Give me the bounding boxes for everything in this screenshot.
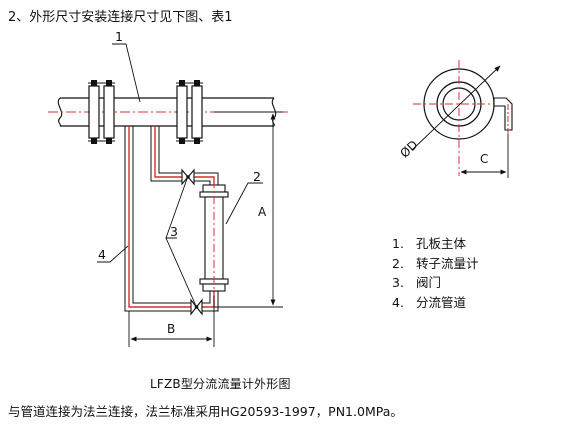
page-heading: 2、外形尺寸安装连接尺寸见下图、表1 [8, 10, 233, 25]
dimension-d-label: ØD [397, 138, 420, 161]
rotameter [199, 180, 229, 296]
callout-4: 4 [98, 247, 106, 262]
legend-item: 2.转子流量计 [392, 255, 479, 271]
callout-leaders [97, 43, 263, 307]
callout-2: 2 [253, 169, 261, 184]
right-flange [176, 80, 203, 144]
legend-item: 1.孔板主体 [392, 236, 467, 251]
dimension-a-label: A [258, 205, 267, 219]
dimension-b [128, 296, 215, 347]
callout-3: 3 [170, 224, 178, 239]
end-view [413, 60, 513, 178]
connection-note: 与管道连接为法兰连接，法兰标准采用HG20593-1997，PN1.0MPa。 [8, 404, 403, 419]
dimension-d [411, 65, 501, 151]
dimension-c-label: C [480, 152, 488, 166]
legend-item: 3.阀门 [392, 275, 442, 290]
callout-1: 1 [115, 29, 123, 44]
dimension-b-label: B [167, 322, 175, 336]
dimension-a [214, 111, 283, 308]
figure-caption: LFZB型分流流量计外形图 [150, 377, 291, 391]
left-flange [88, 80, 115, 144]
parts-legend: 1.孔板主体 2.转子流量计 3.阀门 4.分流管道 [392, 234, 479, 312]
bottom-valve [190, 298, 203, 316]
legend-item: 4.分流管道 [392, 294, 467, 310]
